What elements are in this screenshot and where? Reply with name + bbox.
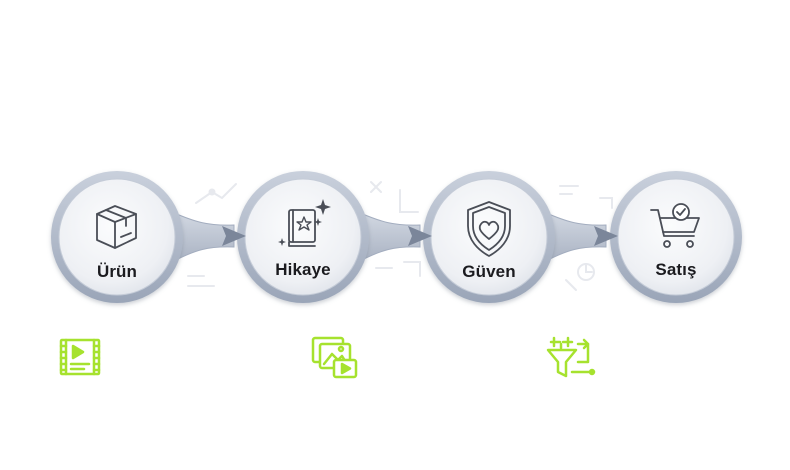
background-decoration <box>187 181 613 291</box>
step-label-guven: Güven <box>462 262 516 281</box>
step-label-urun: Ürün <box>96 262 138 281</box>
step-circle-4 <box>610 171 742 303</box>
step-circle-2 <box>237 171 369 303</box>
step-circle-1 <box>51 171 183 303</box>
arrow-right-icon <box>594 226 618 246</box>
connector-1 <box>171 211 235 263</box>
arrow-right-icon <box>408 226 432 246</box>
arrow-right-icon <box>222 226 246 246</box>
shield-heart-icon <box>467 201 511 257</box>
book-star-icon <box>278 199 331 247</box>
connector-2 <box>357 211 421 263</box>
connector-bridges <box>171 211 607 263</box>
video-film-icon <box>59 338 101 376</box>
connector-3 <box>543 211 607 263</box>
step-label-hikaye: Hikaye <box>275 260 331 279</box>
step-circle-3 <box>423 171 555 303</box>
box-icon <box>96 205 137 249</box>
image-video-gallery-icon <box>311 336 358 379</box>
step-label-satis: Satış <box>655 260 697 279</box>
funnel-flow-icon <box>546 336 596 378</box>
cart-check-icon <box>650 203 700 248</box>
